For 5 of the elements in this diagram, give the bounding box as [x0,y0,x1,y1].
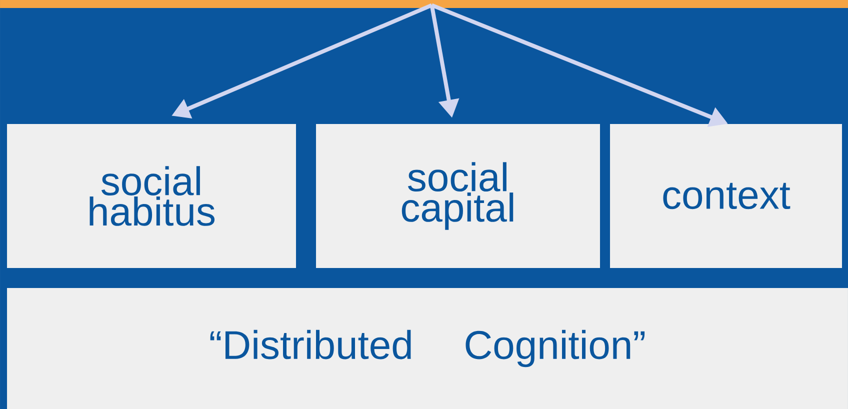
text-box: social habitus [7,124,296,268]
top-bar [0,0,848,8]
text-box: social capital [316,124,600,268]
text-box: “Distributed Cognition” [7,288,848,409]
text-box: context [610,124,842,268]
